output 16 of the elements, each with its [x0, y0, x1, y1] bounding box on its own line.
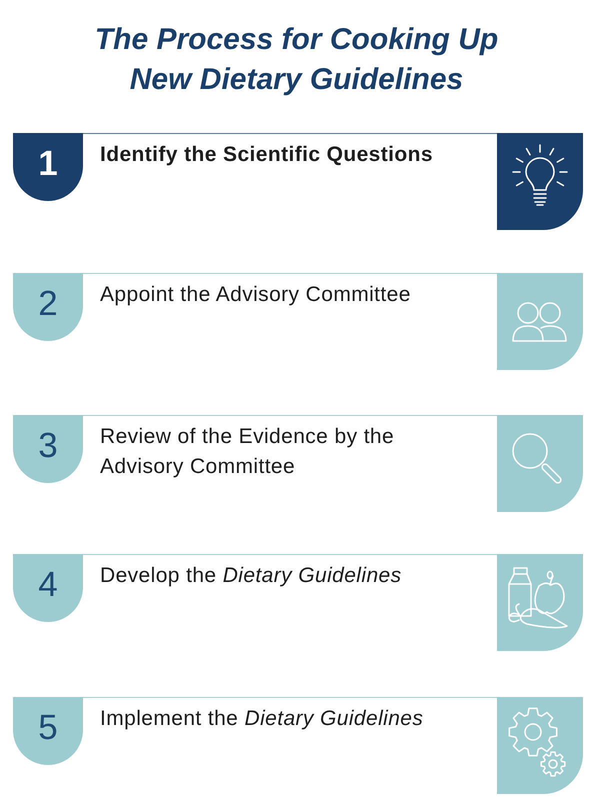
title: The Process for Cooking Up New Dietary Guidelines [94, 22, 500, 98]
step-band [13, 554, 583, 651]
step-title: Appoint the Advisory Committee [100, 282, 412, 308]
step-number: 4 [13, 554, 83, 622]
step-number: 3 [13, 414, 83, 482]
step-title: Implement the Dietary Guidelines [100, 706, 424, 732]
step-title: Develop the Dietary Guidelines [100, 563, 402, 589]
step-band [13, 133, 583, 230]
step-band [13, 415, 583, 512]
step-title: Identify the Scientific Questions [100, 142, 434, 168]
step-number: 5 [13, 696, 83, 764]
step-band [13, 697, 583, 794]
step-number: 1 [13, 132, 83, 200]
step-number: 2 [13, 272, 83, 340]
step-band [13, 273, 583, 370]
step-title: Review of the Evidence by the Advisory Committee [100, 424, 396, 480]
